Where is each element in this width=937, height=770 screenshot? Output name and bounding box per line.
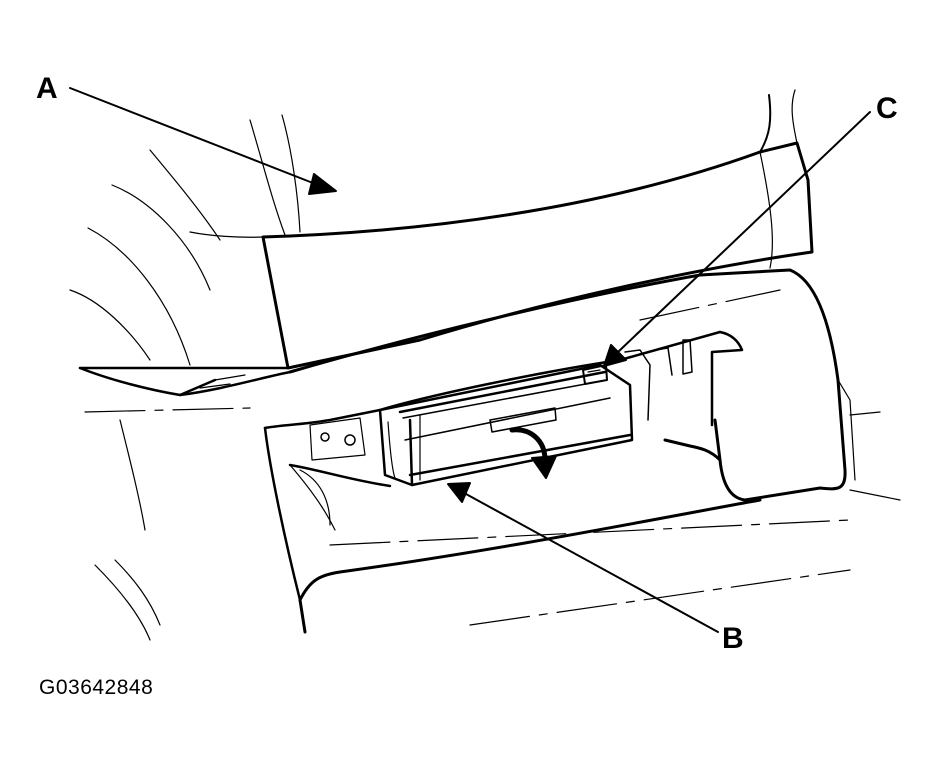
leader-line-a (69, 87, 337, 195)
release-latch (582, 339, 693, 421)
callout-label-a: A (36, 72, 58, 105)
figure-id: G03642848 (39, 676, 154, 699)
console-recess (263, 330, 744, 602)
leader-line-c (603, 111, 871, 367)
open-direction-arrow (509, 427, 557, 479)
armrest-base (78, 366, 292, 397)
callout-label-c: C (876, 92, 898, 125)
console-shell (288, 268, 856, 634)
storage-tray (378, 363, 634, 487)
seat-back-contours (69, 114, 301, 366)
leader-line-b (447, 482, 719, 633)
callout-label-b: B (722, 622, 744, 655)
background-contours (94, 419, 161, 641)
seam-lines (84, 289, 901, 626)
